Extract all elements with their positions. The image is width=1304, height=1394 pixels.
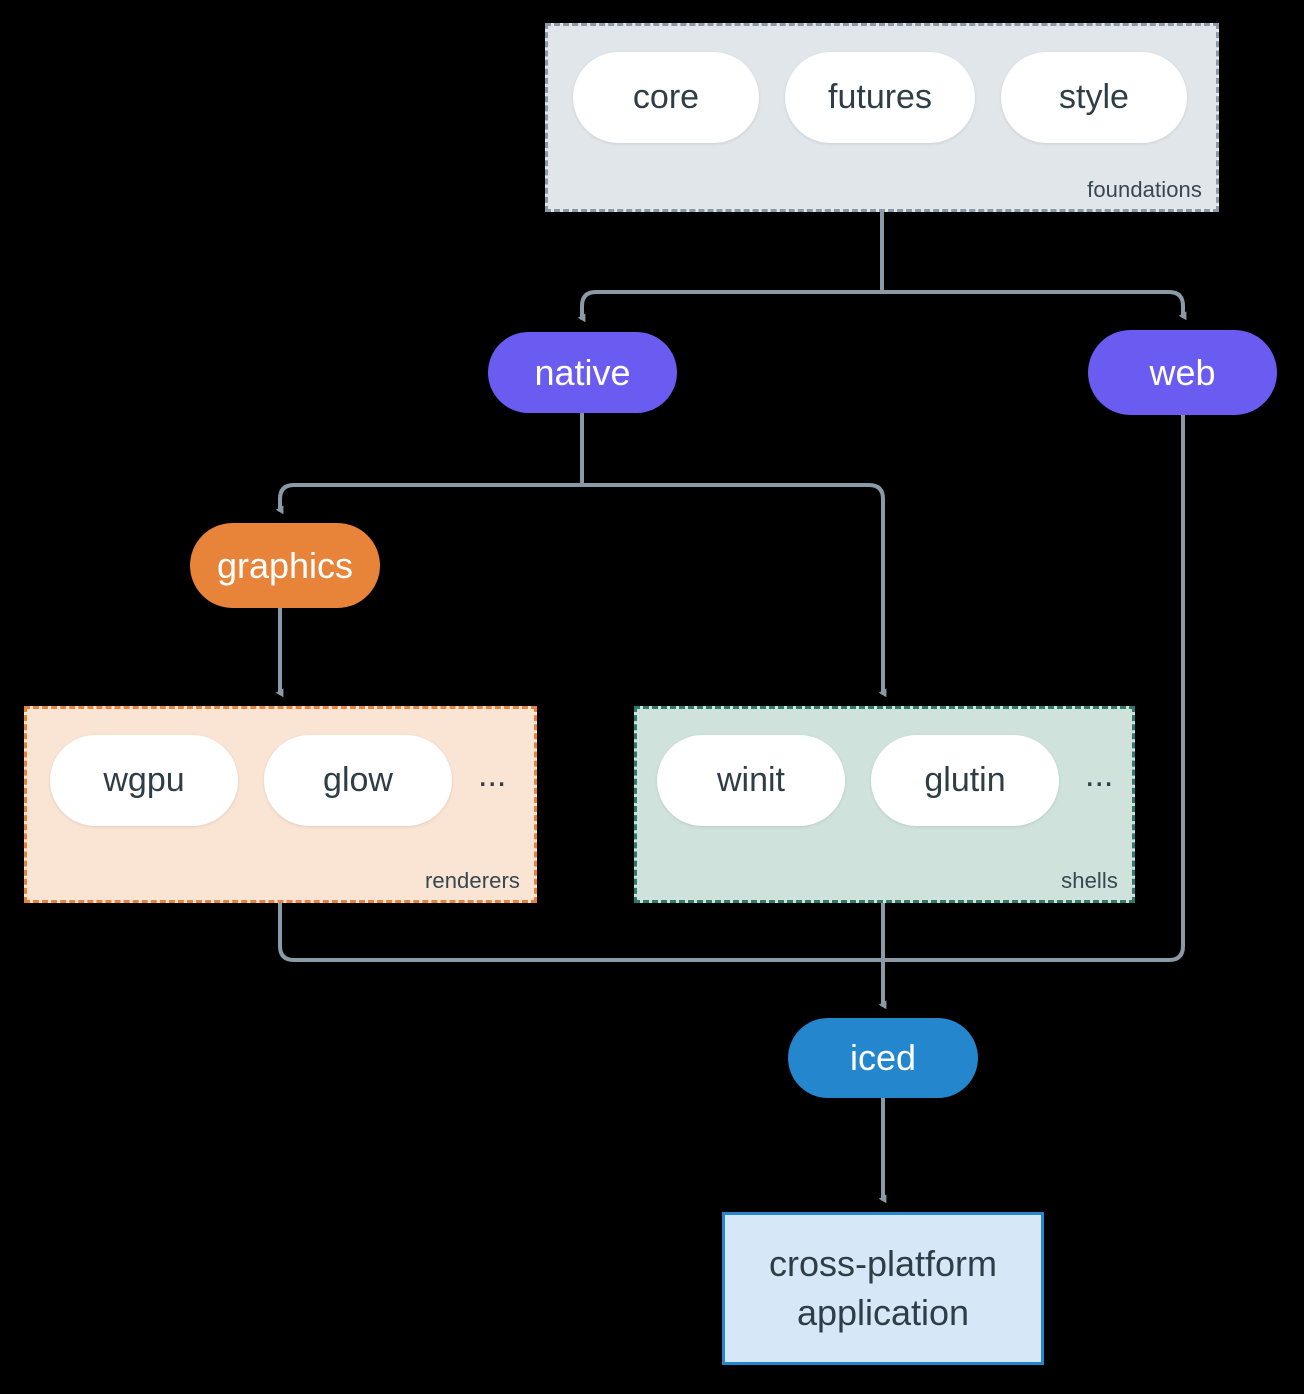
foundations-chip-row: core futures style — [573, 52, 1187, 143]
group-shells-label: shells — [1061, 868, 1118, 893]
chip-glutin[interactable]: glutin — [871, 735, 1059, 826]
group-renderers-label: renderers — [424, 868, 520, 893]
application-line-1: cross-platform — [768, 1242, 998, 1284]
chip-core[interactable]: core — [573, 52, 759, 143]
shells-more-ellipsis: ... — [1085, 755, 1114, 794]
renderers-more-ellipsis: ... — [478, 755, 507, 794]
shells-chip-row: winit glutin ... — [657, 735, 1113, 826]
chip-futures[interactable]: futures — [785, 52, 975, 143]
chip-style[interactable]: style — [1001, 52, 1187, 143]
edge-native-to-graphics — [275, 483, 584, 515]
node-cross-platform-application[interactable]: cross-platform application — [722, 1212, 1044, 1365]
edge-native-to-shells — [580, 483, 887, 698]
node-native[interactable]: native — [488, 332, 677, 413]
edge-web-to-iced — [881, 413, 1185, 962]
group-foundations-label: foundations — [1087, 177, 1202, 202]
chip-wgpu[interactable]: wgpu — [50, 735, 238, 826]
chip-winit[interactable]: winit — [657, 735, 845, 826]
edge-renderers-to-iced — [278, 901, 885, 962]
edge-foundations-to-native — [577, 290, 884, 323]
renderers-chip-row: wgpu glow ... — [50, 735, 506, 826]
node-iced[interactable]: iced — [788, 1018, 978, 1098]
node-graphics[interactable]: graphics — [190, 523, 380, 608]
node-web[interactable]: web — [1088, 330, 1277, 415]
chip-glow[interactable]: glow — [264, 735, 452, 826]
edge-foundations-to-web — [880, 290, 1187, 321]
application-line-2: application — [796, 1291, 970, 1333]
